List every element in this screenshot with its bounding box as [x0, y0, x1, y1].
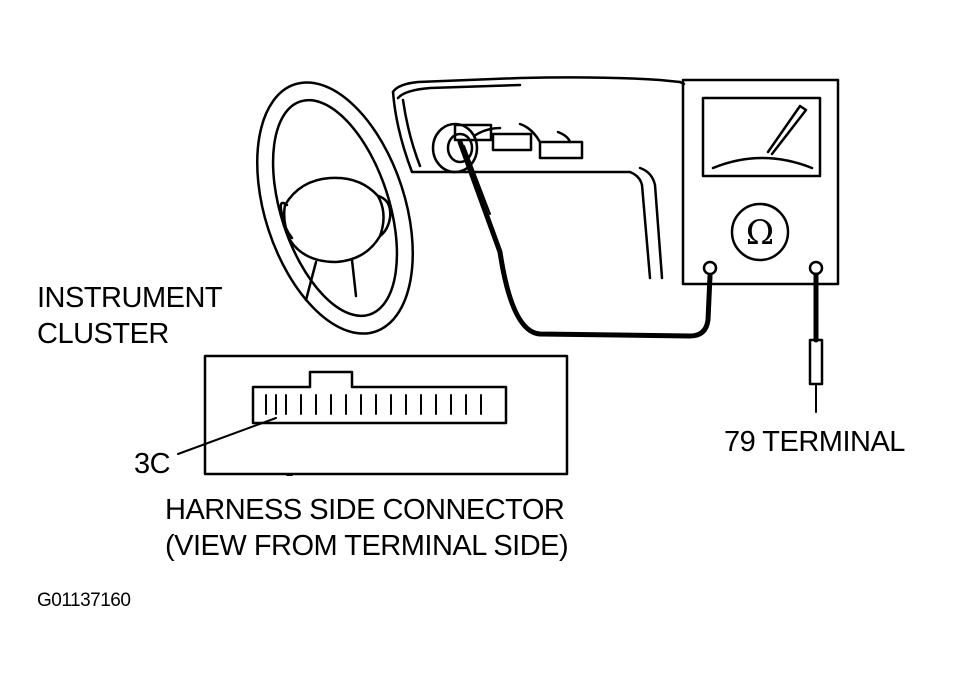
harness-connector-title: HARNESS SIDE CONNECTOR	[165, 494, 565, 526]
harness-connector	[177, 354, 569, 476]
pin-leader-line	[177, 417, 277, 455]
pin-3c-label: 3C	[134, 448, 171, 480]
connector-pins	[265, 394, 482, 415]
terminal-79-label: 79 TERMINAL	[724, 426, 905, 458]
figure-id: G01137160	[37, 590, 131, 611]
ohmmeter	[681, 78, 840, 286]
harness-connector-subtitle: (VIEW FROM TERMINAL SIDE)	[165, 530, 569, 562]
instrument-cluster-label-line1: INSTRUMENT	[37, 282, 223, 314]
test-leads	[457, 139, 824, 413]
ohm-symbol: Ω	[746, 213, 774, 253]
dash-connectors	[431, 122, 584, 174]
instrument-cluster-label-line2: CLUSTER	[37, 318, 169, 350]
dashboard	[391, 76, 686, 280]
steering-wheel	[255, 81, 415, 335]
